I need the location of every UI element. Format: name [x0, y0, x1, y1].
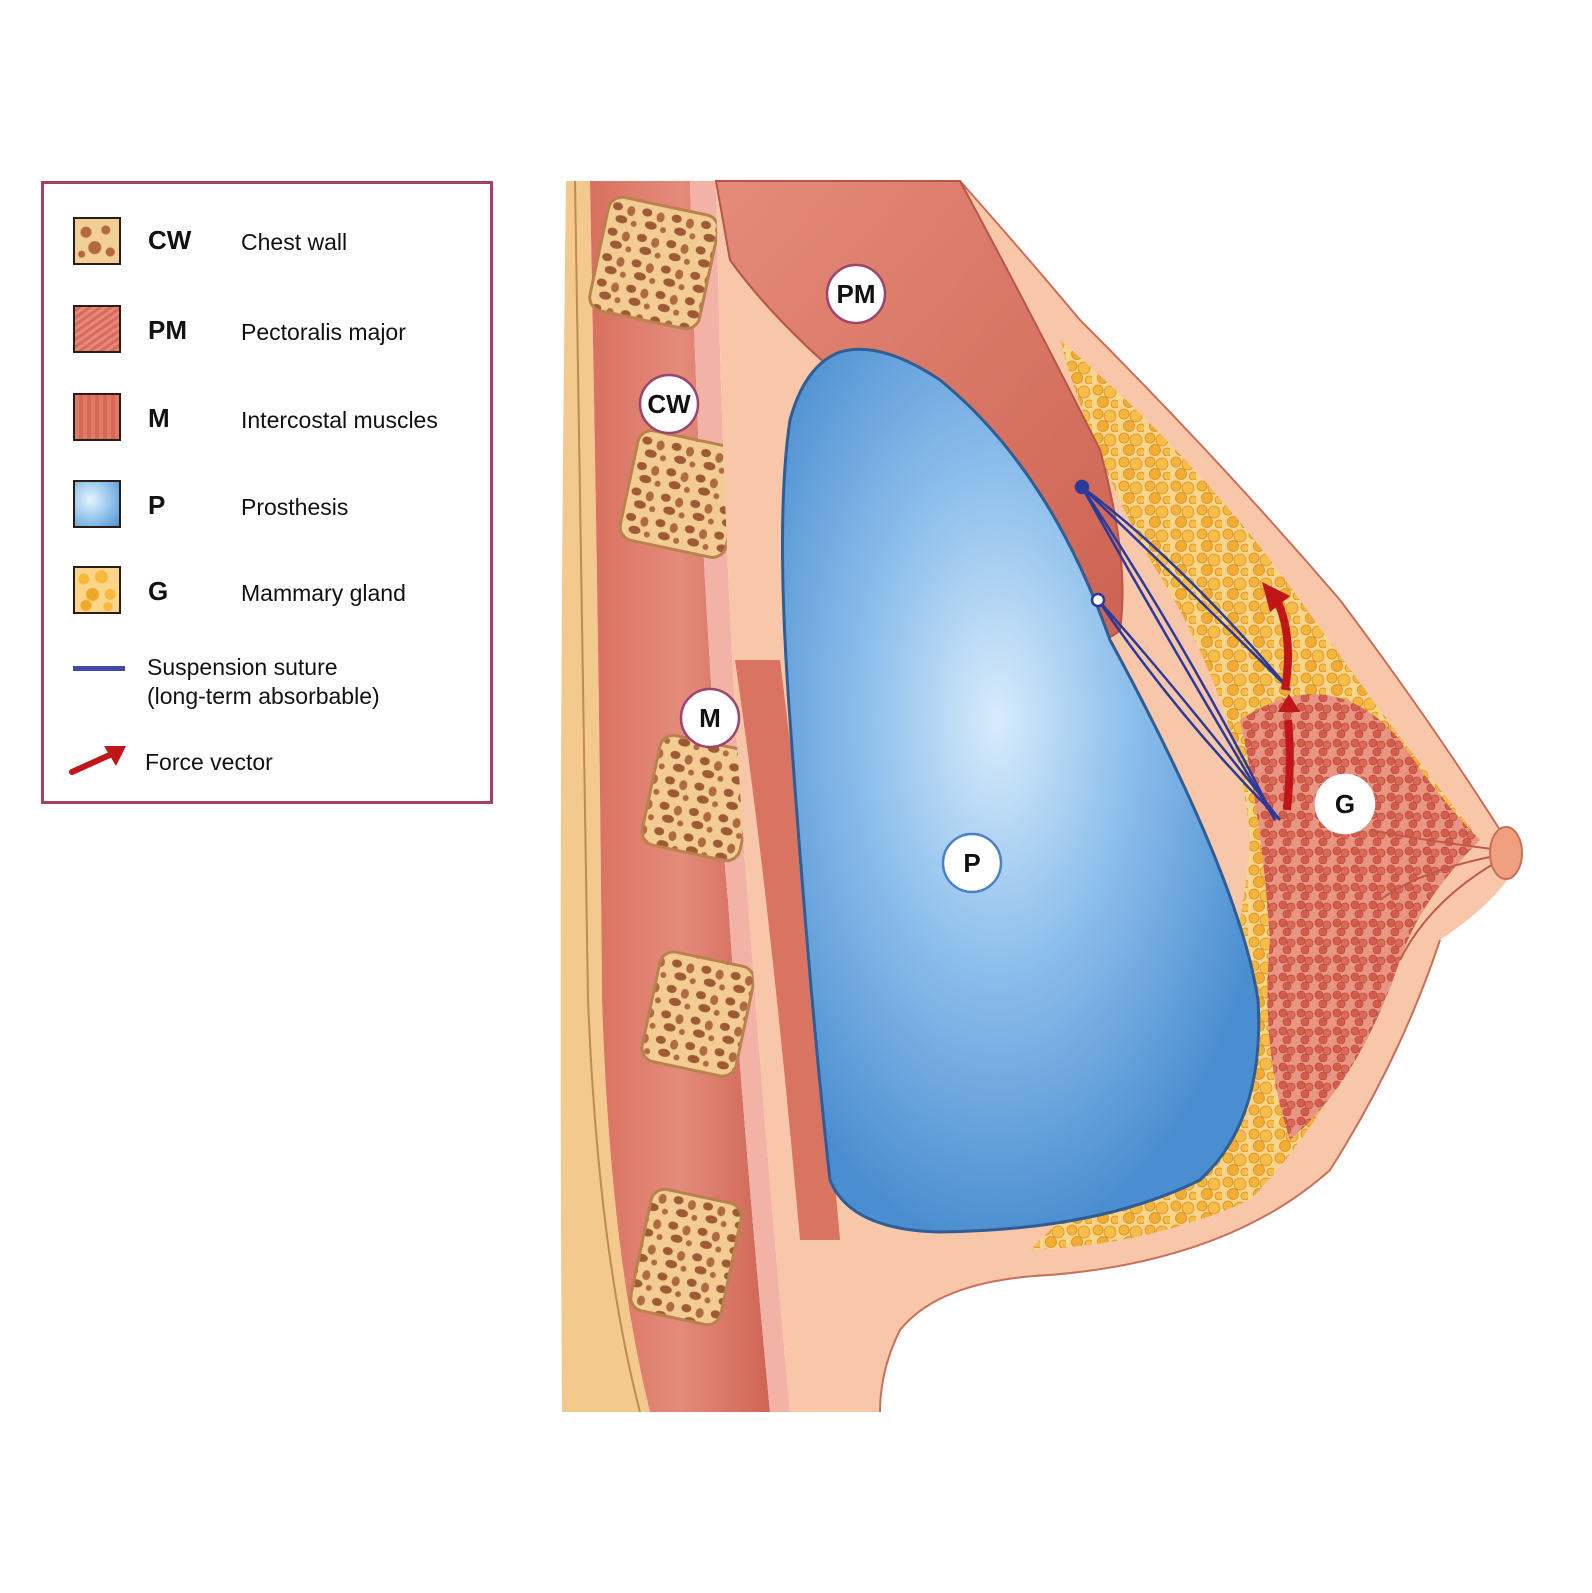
- prosthesis-implant: [781, 347, 1261, 1234]
- legend-label: Chest wall: [241, 229, 348, 255]
- prosthesis-swatch: [73, 480, 121, 528]
- milk-ducts: [1369, 829, 1501, 961]
- lower-muscle-strip: [735, 660, 840, 1240]
- legend-label: Intercostal muscles: [241, 407, 438, 433]
- label-pm-marker: PM: [825, 263, 887, 325]
- label-cw-text: CW: [647, 389, 691, 419]
- label-g-marker: G: [1314, 773, 1376, 835]
- force-vector-arrows: [1262, 582, 1300, 811]
- label-p-marker: P: [941, 832, 1003, 894]
- legend-abbr: PM: [148, 315, 187, 345]
- suture-label-line2: (long-term absorbable): [147, 683, 380, 709]
- legend-abbr: G: [148, 576, 169, 606]
- legend-item-intercostal-muscles: M Intercostal muscles: [44, 393, 490, 443]
- force-vector-label: Force vector: [145, 749, 273, 775]
- rib-segments: [588, 195, 760, 1327]
- force-arrow-icon: [69, 746, 126, 775]
- legend-abbr: M: [148, 403, 170, 433]
- legend-box: CW Chest wall PM Pectoralis major M Inte…: [41, 181, 493, 804]
- legend-label: Mammary gland: [241, 580, 406, 606]
- label-m-marker: M: [679, 687, 741, 749]
- label-p-text: P: [963, 848, 980, 878]
- nipple: [1489, 826, 1523, 880]
- chest-wall-swatch: [73, 217, 121, 265]
- legend-label: Prosthesis: [241, 494, 349, 520]
- chest-wall-layer: [560, 180, 650, 1413]
- suspension-sutures: [1074, 479, 1291, 821]
- legend-item-mammary-gland: G Mammary gland: [44, 566, 490, 616]
- suture-label-line1: Suspension suture: [147, 654, 338, 680]
- label-pm-text: PM: [837, 279, 876, 309]
- legend-item-chest-wall: CW Chest wall: [44, 217, 490, 267]
- legend-abbr: CW: [148, 225, 192, 255]
- pectoralis-major-swatch: [73, 305, 121, 353]
- suture-line-icon: [73, 666, 125, 671]
- legend-item-pectoralis-major: PM Pectoralis major: [44, 305, 490, 355]
- legend-item-prosthesis: P Prosthesis: [44, 480, 490, 530]
- legend-abbr: P: [148, 490, 166, 520]
- label-m-text: M: [699, 703, 721, 733]
- label-cw-marker: CW: [638, 373, 700, 435]
- mammary-gland-swatch: [73, 566, 121, 614]
- legend-label: Pectoralis major: [241, 319, 406, 345]
- label-g-text: G: [1335, 789, 1355, 819]
- mammary-gland-tissue: [1240, 694, 1480, 1140]
- intercostal-muscles-swatch: [73, 393, 121, 441]
